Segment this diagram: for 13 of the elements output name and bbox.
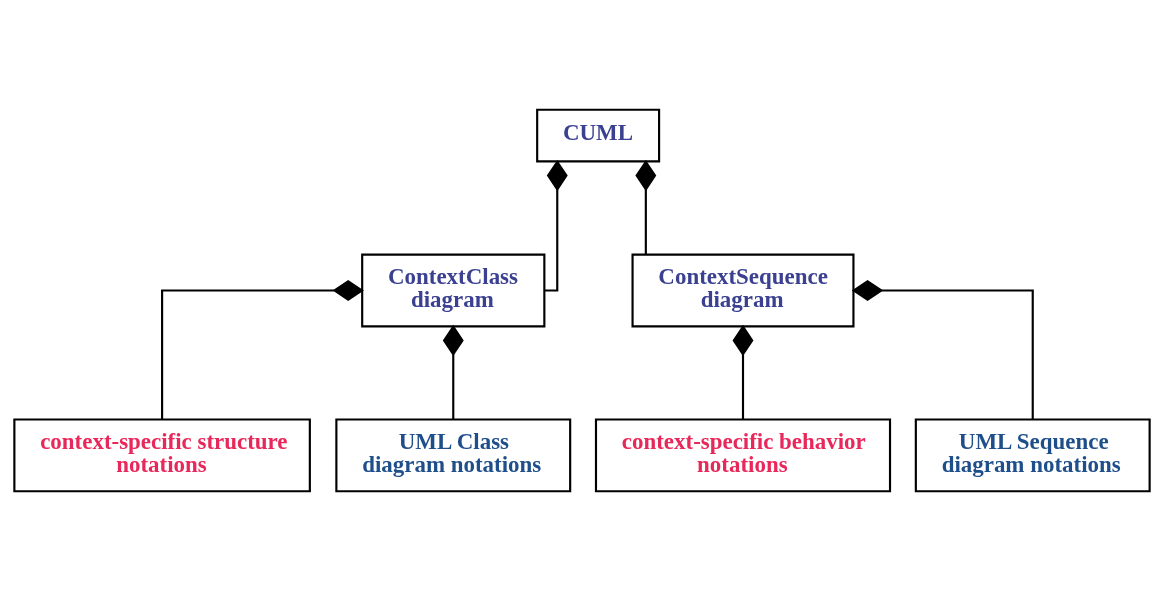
connector	[161, 279, 364, 419]
connector	[635, 159, 657, 254]
node-box: CUML	[536, 108, 661, 162]
connector	[544, 159, 568, 292]
node-box: ContextSequence diagram	[631, 253, 855, 327]
node-box: context-specific structure notations	[13, 417, 311, 492]
connector	[732, 324, 754, 419]
node-box: UML Class diagram notations	[335, 417, 572, 492]
node-box: UML Sequence diagram notations	[914, 417, 1151, 492]
connector	[851, 279, 1034, 419]
connector	[442, 324, 464, 419]
node-box: ContextClass diagram	[361, 253, 546, 327]
node-box: context-specific behavior notations	[594, 417, 892, 492]
